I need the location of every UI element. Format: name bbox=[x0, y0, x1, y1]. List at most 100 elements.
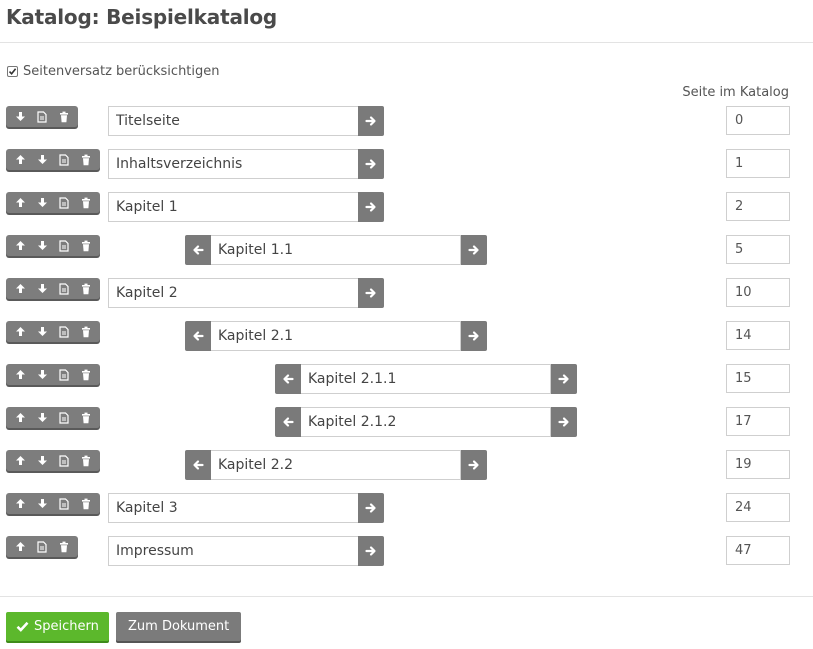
footer-divider bbox=[0, 596, 813, 597]
move-down-button[interactable] bbox=[31, 192, 53, 213]
document-button[interactable] bbox=[53, 192, 75, 213]
catalog-entry-row bbox=[0, 106, 813, 136]
entry-title-input[interactable] bbox=[211, 235, 461, 265]
delete-button[interactable] bbox=[75, 149, 97, 170]
move-up-button[interactable] bbox=[9, 536, 31, 557]
arrow-right-icon bbox=[558, 417, 569, 427]
page-number-input[interactable] bbox=[726, 106, 790, 135]
document-button[interactable] bbox=[53, 450, 75, 471]
page-offset-option[interactable]: Seitenversatz berücksichtigen bbox=[7, 64, 220, 79]
move-down-button[interactable] bbox=[31, 407, 53, 428]
document-button[interactable] bbox=[53, 321, 75, 342]
page-number-input[interactable] bbox=[726, 407, 790, 436]
entry-title-input[interactable] bbox=[211, 321, 461, 351]
indent-button[interactable] bbox=[461, 450, 487, 480]
page-number-input[interactable] bbox=[726, 493, 790, 522]
save-button[interactable]: Speichern bbox=[6, 612, 109, 641]
document-button[interactable] bbox=[53, 493, 75, 514]
delete-button[interactable] bbox=[75, 192, 97, 213]
move-down-button[interactable] bbox=[31, 149, 53, 170]
entry-title-input[interactable] bbox=[108, 149, 358, 179]
delete-button[interactable] bbox=[75, 407, 97, 428]
delete-button[interactable] bbox=[53, 536, 75, 557]
indent-button[interactable] bbox=[551, 364, 577, 394]
entry-title-input[interactable] bbox=[211, 450, 461, 480]
entry-title-input[interactable] bbox=[108, 106, 358, 136]
indent-button[interactable] bbox=[358, 493, 384, 523]
move-up-button[interactable] bbox=[9, 450, 31, 471]
document-icon bbox=[37, 110, 47, 123]
move-up-button[interactable] bbox=[9, 235, 31, 256]
page-number-input[interactable] bbox=[726, 235, 790, 264]
arrow-down-icon bbox=[37, 499, 47, 508]
indent-button[interactable] bbox=[551, 407, 577, 437]
move-up-button[interactable] bbox=[9, 493, 31, 514]
indent-button[interactable] bbox=[461, 235, 487, 265]
delete-button[interactable] bbox=[75, 321, 97, 342]
entry-title-input[interactable] bbox=[108, 192, 358, 222]
indent-button[interactable] bbox=[358, 106, 384, 136]
outdent-button[interactable] bbox=[185, 450, 211, 480]
entry-action-buttons bbox=[6, 364, 100, 385]
document-button[interactable] bbox=[31, 536, 53, 557]
document-button[interactable] bbox=[53, 149, 75, 170]
document-button[interactable] bbox=[53, 235, 75, 256]
catalog-entry-row bbox=[0, 493, 813, 523]
move-up-button[interactable] bbox=[9, 321, 31, 342]
checkmark-icon bbox=[8, 68, 17, 76]
move-up-button[interactable] bbox=[9, 278, 31, 299]
move-up-button[interactable] bbox=[9, 407, 31, 428]
outdent-button[interactable] bbox=[275, 407, 301, 437]
move-up-button[interactable] bbox=[9, 149, 31, 170]
document-button[interactable] bbox=[31, 106, 53, 127]
move-up-button[interactable] bbox=[9, 364, 31, 385]
indent-button[interactable] bbox=[358, 278, 384, 308]
entry-title-input[interactable] bbox=[301, 407, 551, 437]
to-document-button[interactable]: Zum Dokument bbox=[116, 612, 242, 641]
entry-title-input[interactable] bbox=[108, 493, 358, 523]
outdent-button[interactable] bbox=[185, 321, 211, 351]
catalog-entry-row bbox=[0, 192, 813, 222]
entry-title-input[interactable] bbox=[301, 364, 551, 394]
document-icon bbox=[59, 497, 69, 510]
move-down-button[interactable] bbox=[31, 278, 53, 299]
outdent-button[interactable] bbox=[275, 364, 301, 394]
arrow-right-icon bbox=[365, 202, 376, 212]
move-up-button[interactable] bbox=[9, 192, 31, 213]
document-button[interactable] bbox=[53, 278, 75, 299]
entry-action-buttons bbox=[6, 493, 100, 514]
indent-button[interactable] bbox=[358, 149, 384, 179]
move-down-button[interactable] bbox=[31, 235, 53, 256]
entry-title-input[interactable] bbox=[108, 278, 358, 308]
document-icon bbox=[59, 282, 69, 295]
delete-button[interactable] bbox=[53, 106, 75, 127]
delete-button[interactable] bbox=[75, 235, 97, 256]
arrow-left-icon bbox=[193, 331, 204, 341]
page-number-input[interactable] bbox=[726, 450, 790, 479]
page-number-input[interactable] bbox=[726, 536, 790, 565]
indent-button[interactable] bbox=[461, 321, 487, 351]
delete-button[interactable] bbox=[75, 278, 97, 299]
move-down-button[interactable] bbox=[31, 321, 53, 342]
move-down-button[interactable] bbox=[31, 364, 53, 385]
indent-button[interactable] bbox=[358, 536, 384, 566]
move-down-button[interactable] bbox=[9, 106, 31, 127]
delete-button[interactable] bbox=[75, 493, 97, 514]
delete-button[interactable] bbox=[75, 364, 97, 385]
arrow-down-icon bbox=[37, 241, 47, 250]
entry-title-input[interactable] bbox=[108, 536, 358, 566]
move-down-button[interactable] bbox=[31, 493, 53, 514]
arrow-up-icon bbox=[15, 456, 25, 465]
delete-button[interactable] bbox=[75, 450, 97, 471]
page-number-input[interactable] bbox=[726, 149, 790, 178]
page-number-input[interactable] bbox=[726, 364, 790, 393]
page-offset-checkbox[interactable] bbox=[7, 66, 18, 77]
outdent-button[interactable] bbox=[185, 235, 211, 265]
page-number-input[interactable] bbox=[726, 278, 790, 307]
document-button[interactable] bbox=[53, 364, 75, 385]
page-number-input[interactable] bbox=[726, 321, 790, 350]
indent-button[interactable] bbox=[358, 192, 384, 222]
page-number-input[interactable] bbox=[726, 192, 790, 221]
document-button[interactable] bbox=[53, 407, 75, 428]
move-down-button[interactable] bbox=[31, 450, 53, 471]
